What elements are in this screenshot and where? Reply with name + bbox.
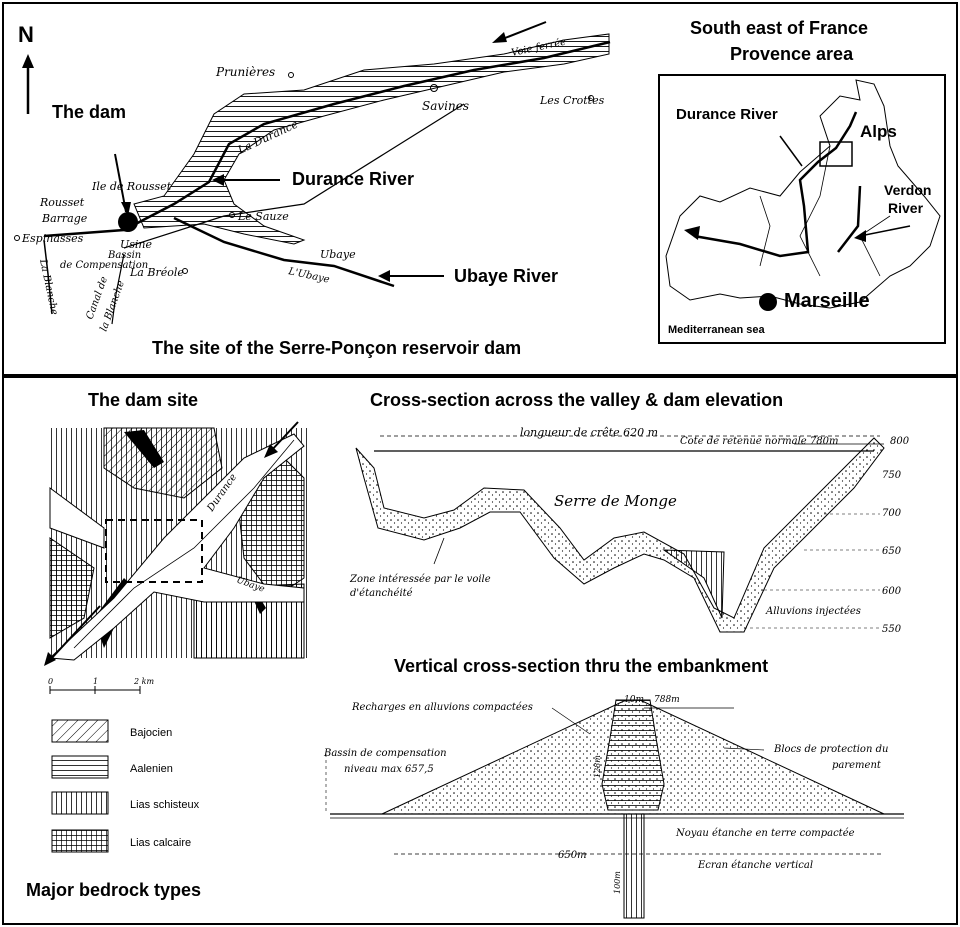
height-label: 128m xyxy=(593,755,602,778)
prunieres-label: Prunières xyxy=(215,65,275,79)
cutoff-wall xyxy=(623,813,645,919)
base-width-label: 650m xyxy=(558,850,587,861)
inset-map: Durance River Alps Verdon River Marseill… xyxy=(658,74,946,344)
savines-label: Savines xyxy=(422,99,469,113)
ubaye-river xyxy=(173,216,395,288)
ecran-label: Ecran étanche vertical xyxy=(697,860,813,871)
elev-800: 800 xyxy=(890,436,910,447)
cote-label: Cote de retenue normale 780m xyxy=(680,436,838,447)
valley-cross-section: longueur de crête 620 m Cote de retenue … xyxy=(349,426,910,635)
longueur-label: longueur de crête 620 m xyxy=(520,426,658,439)
depth-label: 100m xyxy=(613,871,622,894)
scale-1: 1 xyxy=(93,677,98,686)
river-valley xyxy=(48,433,305,661)
elev-600: 600 xyxy=(882,586,902,597)
blocs-label-1: Blocs de protection du xyxy=(773,744,888,755)
bottom-drawings: Durance Ubaye 0 1 2 km Bajocien Aalenien… xyxy=(44,421,910,919)
ubaye-river-label: Ubaye River xyxy=(454,266,559,286)
legend-swatch-lias-schisteux xyxy=(51,791,109,815)
barrage-label: Barrage xyxy=(41,212,88,225)
dam-marker xyxy=(118,212,138,232)
marseille-dot xyxy=(759,293,777,311)
legend-lias-calcaire: Lias calcaire xyxy=(130,837,191,849)
inset-sea-label: Mediterranean sea xyxy=(668,324,765,336)
inset-verdon xyxy=(837,185,862,253)
blocs-label-2: parement xyxy=(832,760,882,771)
zone-label-1: Zone intéressée par le voile xyxy=(349,574,491,585)
bassin-label-2: niveau max 657,5 xyxy=(344,764,434,775)
north-label: N xyxy=(18,22,34,47)
espinasses-label: Espinasses xyxy=(21,232,84,245)
inset-verdon-label-1: Verdon xyxy=(884,182,932,198)
core xyxy=(601,699,665,811)
elev-700: 700 xyxy=(882,508,902,519)
serre-label: Serre de Monge xyxy=(554,492,677,510)
bottom-panel: Durance Ubaye 0 1 2 km Bajocien Aalenien… xyxy=(2,376,958,925)
dam-site-map: Durance Ubaye 0 1 2 km xyxy=(44,421,310,694)
dam-site-title: The dam site xyxy=(88,390,199,410)
l-ubaye-label: L'Ubaye xyxy=(286,266,330,286)
cross-section-title: Cross-section across the valley & dam el… xyxy=(370,390,784,410)
crest-width-label: 10m xyxy=(624,695,644,705)
inset-verdon-label-2: River xyxy=(888,200,924,216)
legend-swatch-lias-calcaire xyxy=(51,829,109,853)
zone-label-2: d'étanchéité xyxy=(350,588,413,599)
scale-0: 0 xyxy=(48,677,53,686)
rousset-label: Rousset xyxy=(39,196,85,209)
les-crottes-label: Les Crottes xyxy=(539,94,605,107)
legend-swatch-bajocien xyxy=(51,719,109,743)
usine-label: Usine xyxy=(120,238,153,251)
durance-river xyxy=(43,40,611,238)
inset-title-line1: South east of France xyxy=(690,18,869,38)
map-caption: The site of the Serre-Ponçon reservoir d… xyxy=(152,338,522,358)
inset-durance xyxy=(693,111,858,258)
top-panel: Prunières Savines Les Crottes Voie ferré… xyxy=(2,2,958,376)
inset-marseille-label: Marseille xyxy=(784,290,870,312)
legend-lias-schisteux: Lias schisteux xyxy=(130,799,200,811)
bassin-label: Bassin xyxy=(107,250,141,261)
recharges-label: Recharges en alluvions compactées xyxy=(351,702,533,713)
inset-durance-label: Durance River xyxy=(676,106,778,123)
embankment-section: Recharges en alluvions compactées 10m 78… xyxy=(323,695,904,919)
de-compensation-label: de Compensation xyxy=(60,260,148,271)
le-sauze-label: Le Sauze xyxy=(237,210,289,223)
scale-2: 2 km xyxy=(133,677,154,686)
bassin-label-1: Bassin de compensation xyxy=(323,748,447,759)
legend-title: Major bedrock types xyxy=(26,880,202,900)
legend-swatch-aalenien xyxy=(51,755,109,779)
noyau-label: Noyau étanche en terre compactée xyxy=(675,828,855,839)
la-blanche-label: La Blanche xyxy=(37,257,60,316)
site-box xyxy=(819,141,853,167)
flow-arrow-icon xyxy=(499,21,547,41)
inset-alps-label: Alps xyxy=(860,122,897,141)
alluvions-label: Alluvions injectées xyxy=(765,606,861,617)
ubaye-label: Ubaye xyxy=(320,248,356,261)
la-breole-label: La Bréole xyxy=(129,266,184,279)
elev-650: 650 xyxy=(882,546,902,557)
elev-550: 550 xyxy=(882,624,902,635)
embankment-title: Vertical cross-section thru the embankme… xyxy=(394,656,769,676)
durance-river-label: Durance River xyxy=(292,169,415,189)
reservoir-shape xyxy=(133,33,610,245)
crest-elev-label: 788m xyxy=(654,695,680,705)
legend-aalenien: Aalenien xyxy=(130,763,173,775)
dam-label: The dam xyxy=(52,102,127,122)
site-map: Prunières Savines Les Crottes Voie ferré… xyxy=(14,21,611,333)
legend-bajocien: Bajocien xyxy=(130,727,172,739)
elev-750: 750 xyxy=(882,470,902,481)
ile-rousset-label: Ile de Rousset xyxy=(91,180,172,193)
inset-title-line2: Provence area xyxy=(730,44,854,64)
